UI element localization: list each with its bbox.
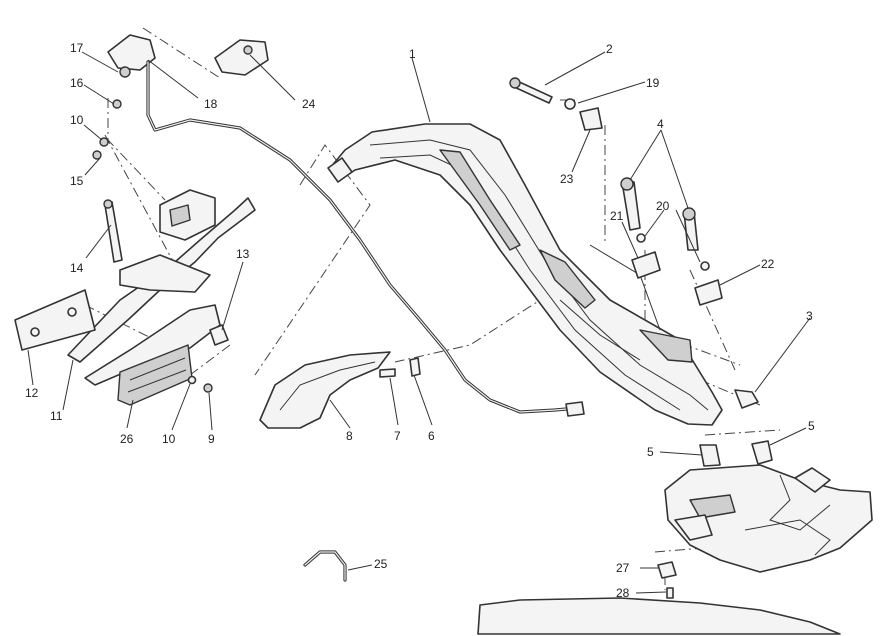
callout-16: 16 (70, 76, 84, 90)
callout-18: 18 (204, 97, 218, 111)
rear-subframe (327, 123, 723, 426)
licence-plate-holder (14, 189, 256, 406)
callout-26: 26 (120, 432, 134, 446)
mudguard-insert (259, 351, 391, 429)
callout-22: 22 (761, 257, 775, 271)
callout-25: 25 (374, 557, 388, 571)
leader-lines (27, 51, 811, 594)
callout-5b: 5 (808, 419, 815, 433)
callout-19: 19 (646, 76, 660, 90)
callout-15: 15 (70, 174, 84, 188)
callout-10b: 10 (162, 432, 176, 446)
callout-17: 17 (70, 41, 84, 55)
callout-1: 1 (409, 47, 416, 61)
callout-23: 23 (560, 172, 574, 186)
callout-24: 24 (302, 97, 316, 111)
callout-4: 4 (657, 117, 664, 131)
callout-5a: 5 (647, 445, 654, 459)
callout-13: 13 (236, 247, 250, 261)
callout-28: 28 (616, 586, 630, 600)
wiring-harness (146, 60, 585, 582)
callout-14: 14 (70, 261, 84, 275)
callout-21: 21 (610, 209, 624, 223)
callout-8: 8 (346, 429, 353, 443)
callout-20: 20 (656, 199, 670, 213)
callout-2: 2 (606, 42, 613, 56)
switch-parts (107, 34, 269, 78)
callout-27: 27 (616, 561, 630, 575)
callout-labels: 1 2 19 4 23 20 21 22 3 5 5 6 7 8 9 10 26… (25, 41, 815, 600)
callout-6: 6 (428, 429, 435, 443)
callout-10a: 10 (70, 113, 84, 127)
callout-3: 3 (806, 309, 813, 323)
callout-11: 11 (50, 409, 63, 423)
callout-7: 7 (394, 429, 401, 443)
callout-9: 9 (208, 432, 215, 446)
tail-section (477, 464, 873, 635)
callout-12: 12 (25, 386, 39, 400)
fasteners (92, 77, 773, 599)
